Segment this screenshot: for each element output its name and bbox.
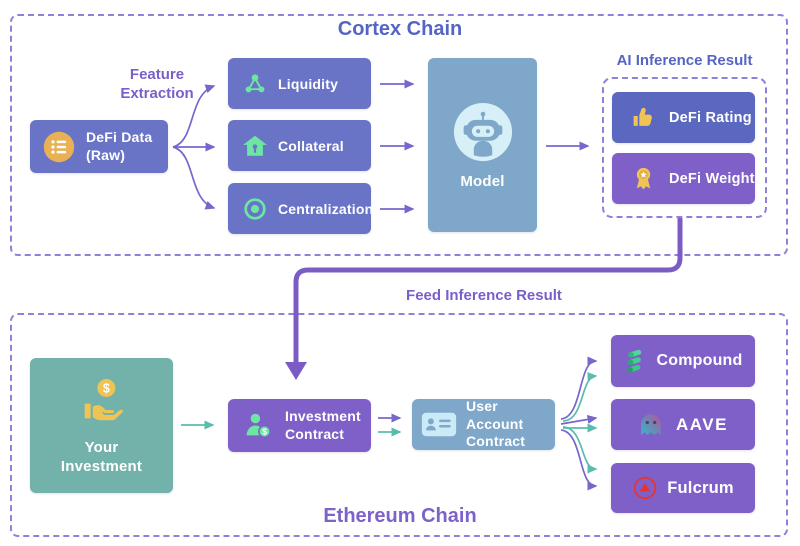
investment-contract-label-line1: Investment bbox=[285, 408, 361, 424]
list-icon bbox=[43, 131, 75, 163]
feed-inference-result-label: Feed Inference Result bbox=[406, 287, 562, 304]
investment-contract-label-line2: Contract bbox=[285, 425, 345, 442]
feature-label: Centralization bbox=[278, 200, 374, 217]
ethereum-chain-title: Ethereum Chain bbox=[323, 505, 477, 527]
cortex-chain-title: Cortex Chain bbox=[337, 18, 463, 40]
house-icon bbox=[242, 133, 268, 159]
investment-contract-node: $ Investment Contract bbox=[228, 399, 371, 452]
robot-icon bbox=[452, 101, 514, 163]
molecule-icon bbox=[242, 71, 268, 97]
defi-data-node: DeFi Data (Raw) bbox=[30, 120, 168, 173]
defi-weight-label: DeFi Weight bbox=[669, 170, 755, 187]
feature-extraction-label: Feature Extraction bbox=[120, 66, 194, 102]
compound-logo bbox=[623, 349, 647, 373]
person-coin-icon: $ bbox=[243, 410, 274, 441]
your-investment-label-line2: Investment bbox=[60, 457, 143, 475]
feature-node-centralization: Centralization bbox=[228, 183, 374, 234]
user-account-contract-label-line2: Contract bbox=[466, 433, 526, 450]
hand-coin-icon: $ bbox=[76, 375, 128, 427]
model-node: Model bbox=[428, 58, 537, 232]
feature-label: Collateral bbox=[278, 137, 344, 154]
feature-node-liquidity: Liquidity bbox=[228, 58, 371, 109]
defi-rating-label: DeFi Rating bbox=[669, 109, 752, 126]
defi-weight-node: DeFi Weight bbox=[612, 153, 755, 204]
dollar-glyph: $ bbox=[102, 381, 109, 395]
your-investment-label-line1: Your bbox=[84, 438, 119, 456]
defi-rating-node: DeFi Rating bbox=[612, 92, 755, 143]
your-investment-node: $ Your Investment bbox=[30, 358, 173, 493]
model-label: Model bbox=[460, 172, 505, 190]
fulcrum-logo bbox=[632, 475, 658, 501]
protocol-label: Compound bbox=[656, 352, 743, 369]
ai-inference-result-container bbox=[602, 77, 767, 218]
ai-inference-result-title: AI Inference Result bbox=[616, 52, 753, 69]
defi-data-label-line2: (Raw) bbox=[86, 146, 126, 163]
protocol-node-compound: Compound bbox=[611, 335, 755, 387]
protocol-label: Fulcrum bbox=[667, 478, 734, 497]
thumbs-up-icon bbox=[631, 105, 656, 130]
feature-label: Liquidity bbox=[278, 75, 339, 92]
protocol-node-aave: AAVE bbox=[611, 399, 755, 450]
protocol-label: AAVE bbox=[676, 414, 728, 434]
id-card-icon bbox=[421, 411, 457, 438]
protocol-node-fulcrum: Fulcrum bbox=[611, 463, 755, 513]
user-account-contract-node: User Account Contract bbox=[412, 398, 555, 450]
user-account-contract-label-line1: User Account bbox=[466, 398, 524, 432]
aave-ghost-logo bbox=[638, 411, 664, 439]
dollar-glyph: $ bbox=[262, 427, 267, 437]
defi-data-label-line1: DeFi Data bbox=[86, 129, 153, 145]
medal-icon bbox=[631, 166, 656, 191]
target-icon bbox=[242, 196, 268, 222]
feature-node-collateral: Collateral bbox=[228, 120, 371, 171]
